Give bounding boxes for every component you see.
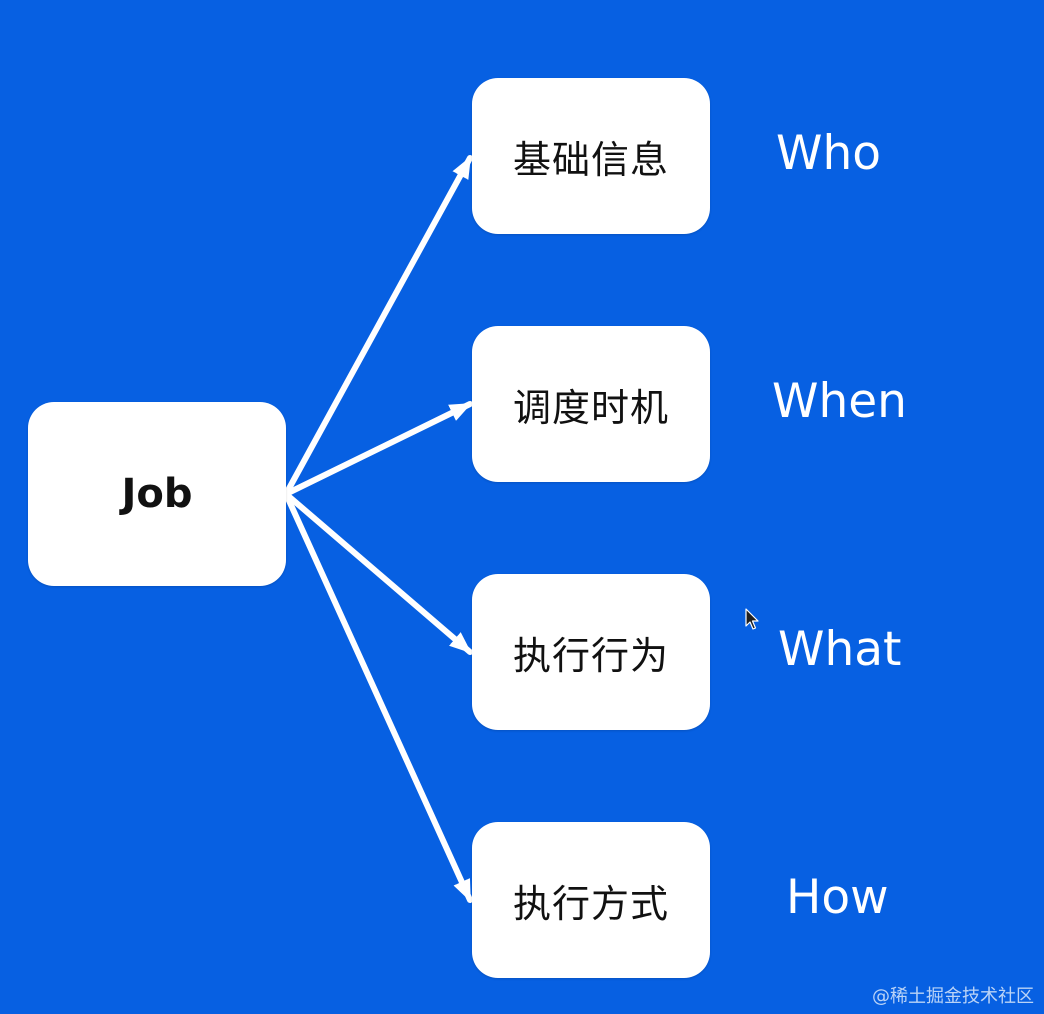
branch-node-label: 执行行为 bbox=[512, 633, 669, 678]
watermark: @稀土掘金技术社区 bbox=[872, 986, 1034, 1007]
branch-node-basic-info: 基础信息 bbox=[472, 78, 710, 234]
question-when: When bbox=[772, 374, 907, 429]
branch-node-label: 调度时机 bbox=[512, 385, 669, 430]
connector-to-execution-mode bbox=[283, 491, 473, 903]
mouse-pointer-icon bbox=[745, 608, 759, 630]
root-node-label: Job bbox=[121, 471, 193, 517]
connector-to-execution-behavior bbox=[283, 491, 473, 655]
branch-node-label: 执行方式 bbox=[512, 881, 669, 926]
connector-to-basic-info bbox=[283, 155, 473, 497]
root-node: Job bbox=[28, 402, 286, 586]
question-what: What bbox=[778, 622, 902, 677]
question-how: How bbox=[786, 870, 889, 925]
branch-node-execution-behavior: 执行行为 bbox=[472, 574, 710, 730]
question-who: Who bbox=[776, 126, 882, 181]
branch-node-label: 基础信息 bbox=[512, 137, 669, 182]
branch-node-schedule-timing: 调度时机 bbox=[472, 326, 710, 482]
connector-to-schedule-timing bbox=[283, 401, 473, 497]
branch-node-execution-mode: 执行方式 bbox=[472, 822, 710, 978]
